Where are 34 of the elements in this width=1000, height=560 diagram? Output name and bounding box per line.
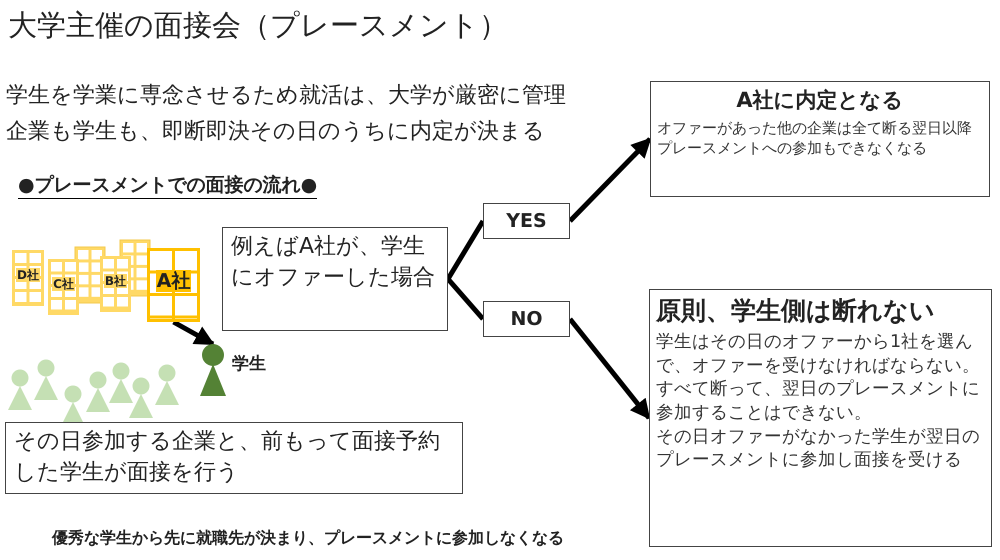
- result-text: その日オファーがなかった学生が翌日のプレースメントに参加し面接を受ける: [656, 426, 981, 472]
- person-icon: [200, 344, 226, 396]
- arrow: [568, 137, 652, 223]
- result-text: オファーがあった他の企業は全て断る翌日以降プレースメントへの参加もできなくなる: [657, 118, 973, 158]
- text-box: [5, 422, 463, 494]
- person-label: 学生: [232, 353, 266, 375]
- choice-label: YES: [506, 210, 547, 232]
- text-box: [222, 227, 448, 331]
- box-text: 例えばA社が、学生にオファーした場合: [231, 233, 436, 292]
- result-heading: A社に内定となる: [735, 87, 905, 114]
- box-text: その日参加する企業と、前もって面接予約した学生が面接を行う: [14, 428, 441, 487]
- result-heading: 原則、学生側は断れない: [656, 295, 936, 327]
- building-icon: [48, 259, 79, 315]
- arrow: [568, 317, 651, 420]
- result-box: [649, 289, 992, 547]
- building-icon: [100, 256, 131, 312]
- connector-line: [446, 277, 485, 321]
- arrow: [172, 320, 215, 346]
- company-label: B社: [104, 274, 128, 288]
- building-icon: [12, 250, 44, 306]
- result-text: 学生はその日のオファーから1社を選んで、オファーを受けなければならない。すべて断って、翌日のプレースメントに参加することはできない。: [656, 331, 981, 425]
- company-label: C社: [52, 277, 75, 291]
- choice-box: [483, 203, 570, 239]
- note-text: 企業も学生も、即断即決その日のうちに内定が決まる: [6, 118, 545, 146]
- result-box: [650, 81, 990, 197]
- company-label: A社: [156, 270, 192, 292]
- choice-label: NO: [510, 308, 543, 330]
- section-heading: ●プレースメントでの面接の流れ●: [18, 172, 318, 199]
- company-label: D社: [16, 268, 40, 282]
- note-text: 学生を学業に専念させるため就活は、大学が厳密に管理: [6, 82, 566, 110]
- building-icon: [147, 248, 200, 322]
- choice-box: [483, 301, 570, 337]
- title: 大学主催の面接会（プレースメント）: [8, 7, 508, 44]
- note-text: 優秀な学生から先に就職先が決まり、プレースメントに参加しなくなる: [52, 528, 564, 549]
